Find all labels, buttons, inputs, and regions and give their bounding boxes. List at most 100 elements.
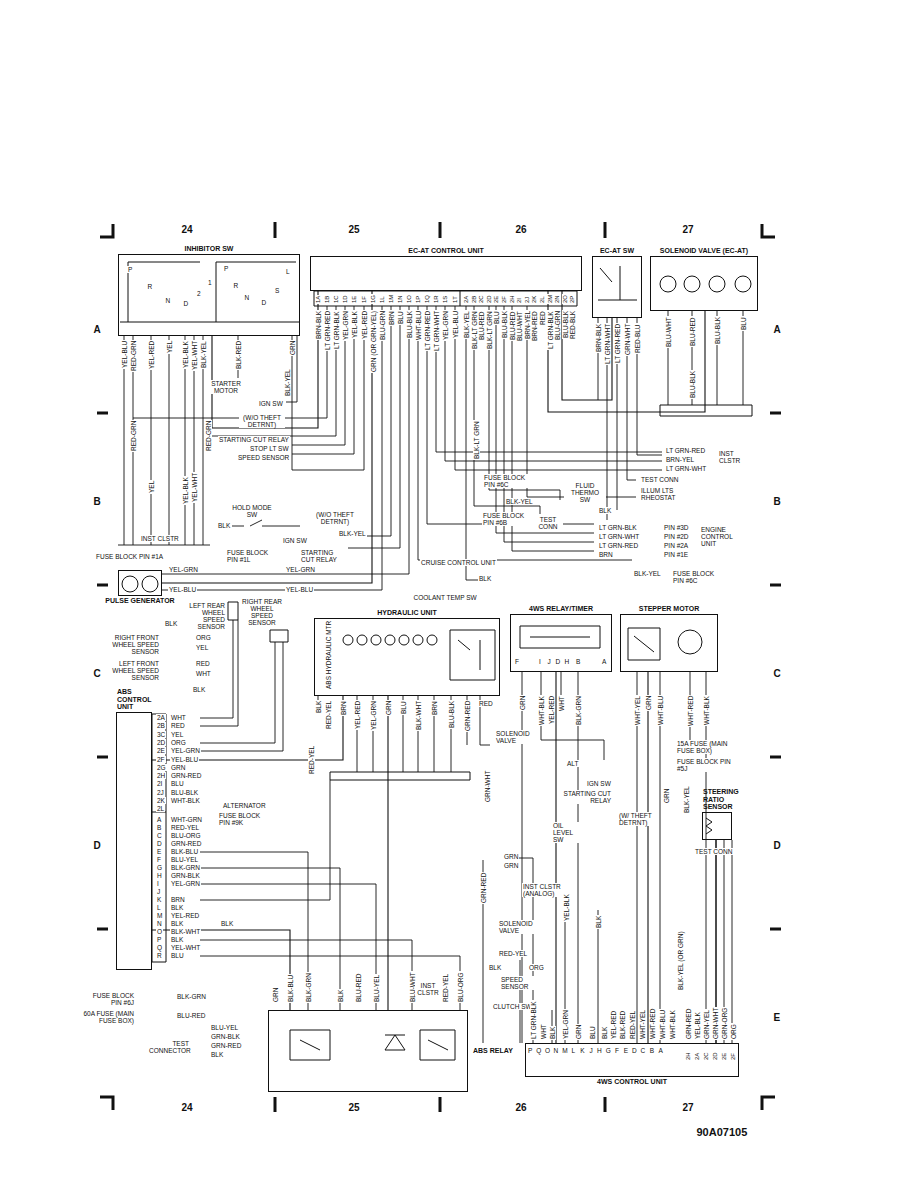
wire-label: WHT-RED bbox=[687, 695, 694, 727]
wire-label: BLK-YEL bbox=[200, 340, 207, 369]
wire-label: F bbox=[156, 856, 162, 863]
wire-connector bbox=[387, 696, 388, 1010]
wire-label: BLK bbox=[488, 964, 502, 971]
wire-label: BLU-YEL bbox=[210, 1024, 239, 1031]
wire-label: GRN bbox=[503, 862, 519, 869]
wire-label: F bbox=[514, 658, 520, 665]
wire-label: J bbox=[588, 1047, 593, 1054]
wire-label: SPEED SENSOR bbox=[237, 454, 290, 461]
component-box: INHIBITOR SW bbox=[118, 254, 300, 336]
wire-label: RED bbox=[478, 700, 494, 707]
wire-label: YEL bbox=[170, 731, 184, 738]
wire-label: BRN bbox=[431, 700, 438, 716]
wire-label: 1M bbox=[388, 294, 395, 304]
wire-label: SPEED SENSOR bbox=[500, 976, 542, 990]
wire-label: 2N bbox=[554, 294, 561, 304]
wire-label: BLK-GRN bbox=[176, 993, 207, 1000]
grid-reference: 25 bbox=[348, 1102, 361, 1113]
wire-label: J bbox=[547, 658, 552, 665]
wire-label: 1T bbox=[452, 295, 459, 304]
wire-label: ABS HYDRAULIC MTR bbox=[325, 620, 332, 690]
wire-label: WHT-BLU bbox=[657, 695, 664, 726]
grid-reference: B bbox=[773, 496, 782, 507]
wire-label: YEL-BLK bbox=[694, 1011, 701, 1040]
wire-label: LT GRN-BLK bbox=[547, 310, 554, 350]
wire-label: I bbox=[156, 880, 160, 887]
wire-label: D bbox=[183, 300, 190, 307]
wire-label: ORG bbox=[730, 1023, 737, 1040]
component-label: PULSE GENERATOR bbox=[105, 597, 174, 605]
wire-label: RED-YEL bbox=[308, 745, 315, 775]
grid-reference: 25 bbox=[348, 224, 361, 235]
component-label: STEERING RATIO SENSOR bbox=[703, 788, 753, 811]
wire-label: 1B bbox=[324, 295, 331, 304]
wire-label: (W/O THEFT DETRNT) bbox=[239, 414, 285, 428]
wire-label: PIN #1E bbox=[663, 551, 689, 558]
wire-label: GRN-WHT bbox=[624, 323, 631, 356]
wire-label: R bbox=[147, 283, 154, 290]
wire-label: YEL-RED bbox=[548, 695, 555, 725]
wire-label: GRN-ORG bbox=[721, 1007, 728, 1040]
wire-label: 1Q bbox=[424, 294, 431, 304]
wire-label: N bbox=[156, 920, 163, 927]
wire-label: 1G bbox=[370, 294, 377, 304]
wire-label: P bbox=[156, 936, 162, 943]
wire-label: YEL-BLU bbox=[168, 586, 197, 593]
wire-label: 2K bbox=[156, 797, 166, 804]
wire-label: BRN bbox=[170, 896, 186, 903]
wire-label: WHT bbox=[558, 695, 565, 712]
component-box: ABS RELAY bbox=[268, 1010, 468, 1092]
wire-label: 2E bbox=[721, 1052, 728, 1061]
wire-label: L bbox=[156, 904, 162, 911]
wire-label: I bbox=[538, 658, 542, 665]
wire-label: IGN SW bbox=[258, 400, 284, 407]
wire-label: YEL-GRN bbox=[342, 310, 349, 341]
wire-label: YEL-RED bbox=[610, 1010, 617, 1040]
wire-label: WHT-YEL bbox=[634, 695, 641, 726]
wire-label: CLUTCH SW bbox=[492, 1003, 533, 1010]
wire-label: BLK-GRN bbox=[170, 864, 201, 871]
wire-label: 1E bbox=[351, 295, 358, 304]
wire-label: STARTER MOTOR bbox=[205, 380, 247, 394]
wire-label: 2L bbox=[539, 295, 546, 304]
wire-label: BLK bbox=[315, 700, 322, 714]
wire-label: YEL-GRN bbox=[170, 747, 201, 754]
wire-label: B bbox=[156, 824, 162, 831]
wire-label: GRN bbox=[385, 700, 392, 716]
wire-label: 1D bbox=[342, 294, 349, 304]
wire-label: BLK bbox=[595, 915, 602, 929]
wire-label: L bbox=[285, 268, 291, 275]
wire-label: YEL-GRN bbox=[442, 310, 449, 341]
grid-reference: 90A07105 bbox=[696, 1126, 749, 1138]
wire-label: GRN-BLK bbox=[210, 1033, 241, 1040]
wire-label: YEL-RED bbox=[148, 340, 155, 370]
wire-label: 2J bbox=[156, 789, 165, 796]
wire-label: YEL-GRN bbox=[285, 566, 316, 573]
wire-label: IGN SW bbox=[282, 537, 308, 544]
wire-label: BLU-RED bbox=[355, 972, 362, 1003]
wire-label: BLK bbox=[337, 989, 344, 1003]
wire-label: LT GRN-WHT bbox=[665, 465, 707, 472]
wire-label: BLK-BLU bbox=[170, 848, 199, 855]
wire-label: BLK bbox=[170, 904, 184, 911]
wire-label: 2H bbox=[156, 772, 166, 779]
wire-label: WHT-BLU bbox=[659, 1009, 666, 1040]
wire-label: BLU bbox=[740, 316, 747, 331]
wire-label: BRN bbox=[598, 551, 614, 558]
wire-label: WHT-BLK bbox=[170, 797, 201, 804]
wire-label: FUSE BLOCK PIN #6C bbox=[672, 570, 724, 584]
wire-label: WHT-GRN bbox=[170, 816, 203, 823]
wire-label: BLU-BLK bbox=[689, 370, 696, 399]
wire-label: BLK bbox=[598, 507, 612, 514]
grid-reference: D bbox=[773, 840, 782, 851]
wire-label: RED-YEL bbox=[629, 1010, 636, 1040]
wire-label: N bbox=[165, 297, 172, 304]
grid-reference: 26 bbox=[515, 1102, 528, 1113]
wire-label: ORG bbox=[528, 964, 545, 971]
wire-label: RED-GRN bbox=[205, 420, 212, 452]
wire-label: Q bbox=[156, 944, 163, 951]
wire-label: 2P bbox=[569, 295, 576, 304]
wire-label: INST CLSTR bbox=[140, 535, 180, 542]
wire-label: B bbox=[575, 658, 581, 665]
